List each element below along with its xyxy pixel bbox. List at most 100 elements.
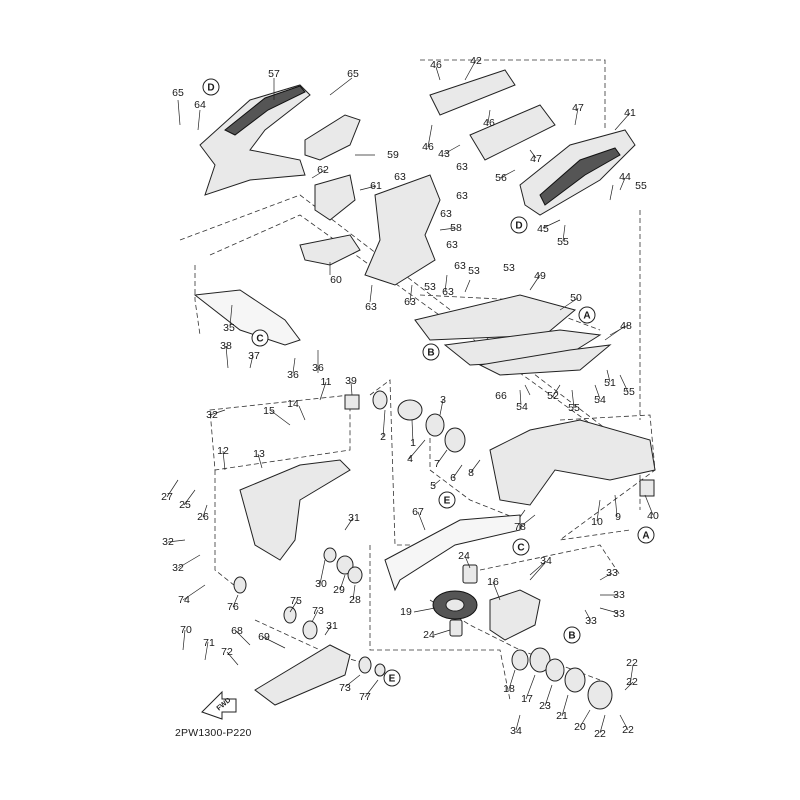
callout-63h: 63 — [404, 296, 416, 308]
callout-33b: 33 — [613, 589, 625, 601]
callout-17: 17 — [521, 693, 533, 705]
callout-61: 61 — [370, 180, 382, 192]
callout-55d: 55 — [623, 386, 635, 398]
callout-34b: 34 — [510, 725, 522, 737]
collar-30 — [323, 547, 337, 563]
callout-34: 34 — [540, 555, 552, 567]
spacer-24 — [462, 564, 478, 584]
ref-marker-a-swingarm: A — [642, 531, 649, 542]
callout-47b: 47 — [530, 153, 542, 165]
callout-55: 55 — [635, 180, 647, 192]
callout-55c: 55 — [568, 402, 580, 414]
callout-78: 78 — [514, 521, 526, 533]
callout-44: 44 — [619, 171, 631, 183]
callout-42: 42 — [470, 55, 482, 67]
ref-marker-c-bracket: C — [256, 334, 263, 345]
callout-56: 56 — [495, 172, 507, 184]
callout-21: 21 — [556, 710, 568, 722]
callout-13: 13 — [253, 448, 265, 460]
callout-59: 59 — [387, 149, 399, 161]
callout-8: 8 — [468, 467, 474, 479]
callout-20: 20 — [574, 721, 586, 733]
callout-40: 40 — [647, 510, 659, 522]
callout-11: 11 — [321, 376, 332, 388]
callout-63b: 63 — [394, 171, 406, 183]
callout-22b: 22 — [626, 676, 638, 688]
callout-72: 72 — [221, 646, 233, 658]
callout-15: 15 — [263, 405, 275, 417]
callout-53b: 53 — [468, 265, 480, 277]
callout-2: 2 — [380, 431, 386, 443]
part-shapes — [193, 69, 656, 710]
ref-marker-d-top: D — [207, 83, 214, 94]
engine-bracket — [239, 459, 351, 561]
callout-19: 19 — [400, 606, 412, 618]
shock-absorber-68 — [254, 644, 351, 706]
callout-12: 12 — [217, 445, 229, 457]
callout-73: 73 — [312, 605, 324, 617]
callout-6: 6 — [450, 472, 456, 484]
callout-64: 64 — [194, 99, 206, 111]
callout-60: 60 — [330, 274, 342, 286]
collar-1 — [397, 399, 423, 421]
callout-1: 1 — [410, 437, 416, 449]
callout-28: 28 — [349, 594, 361, 606]
callout-63c: 63 — [456, 190, 468, 202]
callout-38: 38 — [220, 340, 232, 352]
ref-marker-c-belt: C — [517, 543, 524, 554]
callout-31b: 31 — [326, 620, 338, 632]
bush-76 — [233, 576, 247, 594]
assembly-guide-lines — [179, 59, 656, 701]
callout-16: 16 — [487, 576, 499, 588]
callout-73b: 73 — [339, 682, 351, 694]
bearing-4 — [425, 413, 445, 437]
callout-47: 47 — [572, 102, 584, 114]
callout-63e: 63 — [446, 239, 458, 251]
callout-46: 46 — [430, 59, 442, 71]
callout-55b: 55 — [557, 236, 569, 248]
callout-49: 49 — [534, 270, 546, 282]
bearing-17 — [529, 647, 551, 673]
leader-lines — [166, 59, 654, 734]
tray-48 — [478, 344, 612, 376]
swingarm — [489, 419, 656, 506]
callout-54b: 54 — [594, 394, 606, 406]
callout-24: 24 — [458, 550, 470, 562]
callout-50: 50 — [570, 292, 582, 304]
callout-48: 48 — [620, 320, 632, 332]
callout-63d: 63 — [440, 208, 452, 220]
callout-43: 43 — [438, 148, 450, 160]
callout-63i: 63 — [442, 286, 454, 298]
seal-28 — [347, 566, 363, 584]
bearing-6 — [444, 427, 466, 453]
callout-53: 53 — [424, 281, 436, 293]
callout-67: 67 — [412, 506, 424, 518]
callout-77: 77 — [359, 691, 371, 703]
callout-70: 70 — [180, 624, 192, 636]
drive-belt-67 — [384, 514, 521, 592]
callout-22c: 22 — [594, 728, 606, 740]
callout-36b: 36 — [312, 362, 324, 374]
callout-39: 39 — [345, 375, 357, 387]
side-cover-left — [199, 84, 311, 196]
ref-marker-b-hub: B — [568, 631, 575, 642]
callout-63f: 63 — [454, 260, 466, 272]
callout-62: 62 — [317, 164, 329, 176]
callout-5: 5 — [430, 480, 436, 492]
callout-33d: 33 — [585, 615, 597, 627]
bush-73 — [302, 620, 318, 640]
bush-75 — [283, 606, 297, 624]
seal-18 — [511, 649, 529, 671]
seal-21 — [564, 667, 586, 693]
callout-14: 14 — [287, 398, 299, 410]
ref-marker-e-swingarm: E — [444, 496, 451, 507]
ref-marker-a-tray: A — [583, 311, 590, 322]
callout-75: 75 — [290, 595, 302, 607]
hub-16 — [489, 589, 541, 641]
callout-33: 33 — [606, 567, 618, 579]
callout-10: 10 — [591, 516, 603, 528]
callout-45: 45 — [537, 223, 549, 235]
ref-marker-d-right: D — [515, 221, 522, 232]
callout-32c: 32 — [172, 562, 184, 574]
